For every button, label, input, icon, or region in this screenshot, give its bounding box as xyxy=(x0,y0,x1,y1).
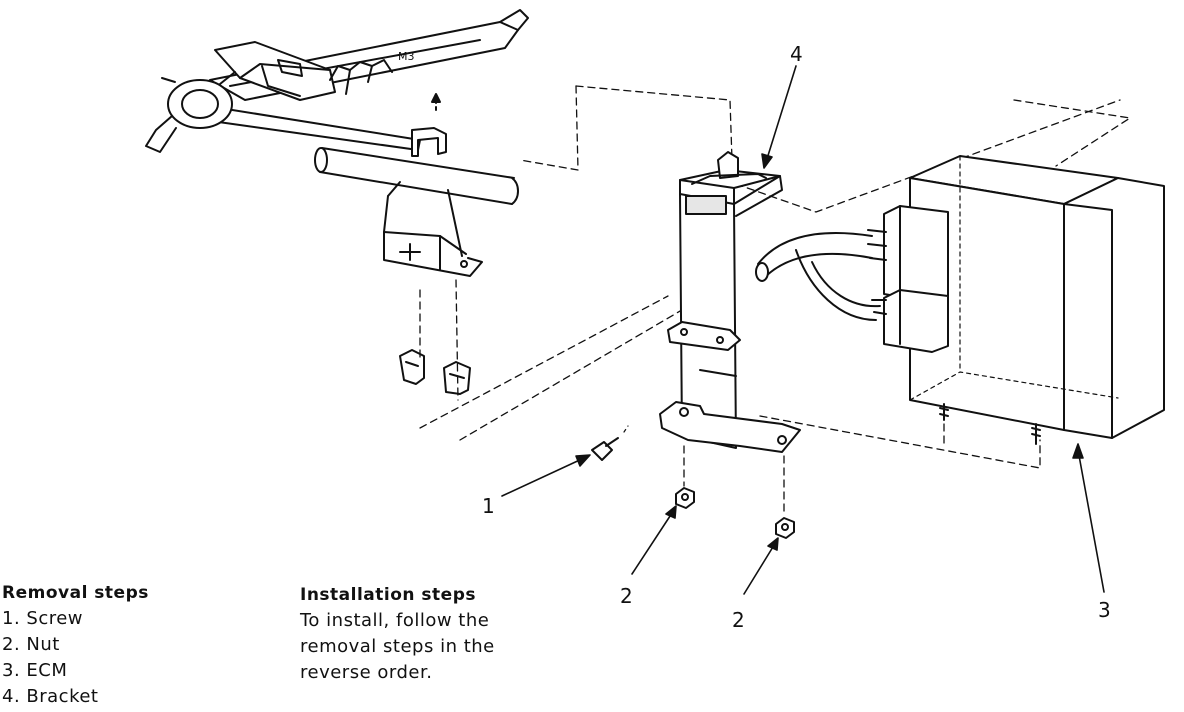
removal-step-item: 3. ECM xyxy=(2,660,68,681)
bracket xyxy=(659,151,801,453)
screw-part xyxy=(591,425,629,461)
installation-text-line: reverse order. xyxy=(300,662,433,683)
callout-1: 1 xyxy=(482,494,495,518)
steering-label: M3 xyxy=(398,50,415,63)
clip-left xyxy=(399,349,425,385)
callout-2b: 2 xyxy=(732,608,745,632)
installation-text-line: To install, follow the xyxy=(300,610,490,631)
removal-step-item: 1. Screw xyxy=(2,608,84,629)
installation-steps: Installation steps To install, follow th… xyxy=(300,582,560,686)
up-arrow-icon xyxy=(431,93,441,111)
leader-arrows xyxy=(501,65,1105,595)
removal-step-item: 2. Nut xyxy=(2,634,60,655)
installation-text-line: removal steps in the xyxy=(300,636,495,657)
removal-steps-title: Removal steps xyxy=(2,583,149,603)
nut-part-b xyxy=(775,517,795,539)
callout-3: 3 xyxy=(1098,598,1111,622)
ecm-unit xyxy=(755,155,1165,445)
callout-4: 4 xyxy=(790,42,803,66)
installation-steps-title: Installation steps xyxy=(300,585,476,605)
callout-2a: 2 xyxy=(620,584,633,608)
removal-step-item: 4. Bracket xyxy=(2,686,99,707)
assembly-dashed-lines xyxy=(419,85,1131,517)
removal-steps: Removal steps 1. Screw 2. Nut 3. ECM 4. … xyxy=(2,580,149,710)
knee-bolster-bar xyxy=(314,127,519,277)
nut-part-a xyxy=(675,487,695,509)
steering-column-assembly: M3 xyxy=(145,9,529,153)
